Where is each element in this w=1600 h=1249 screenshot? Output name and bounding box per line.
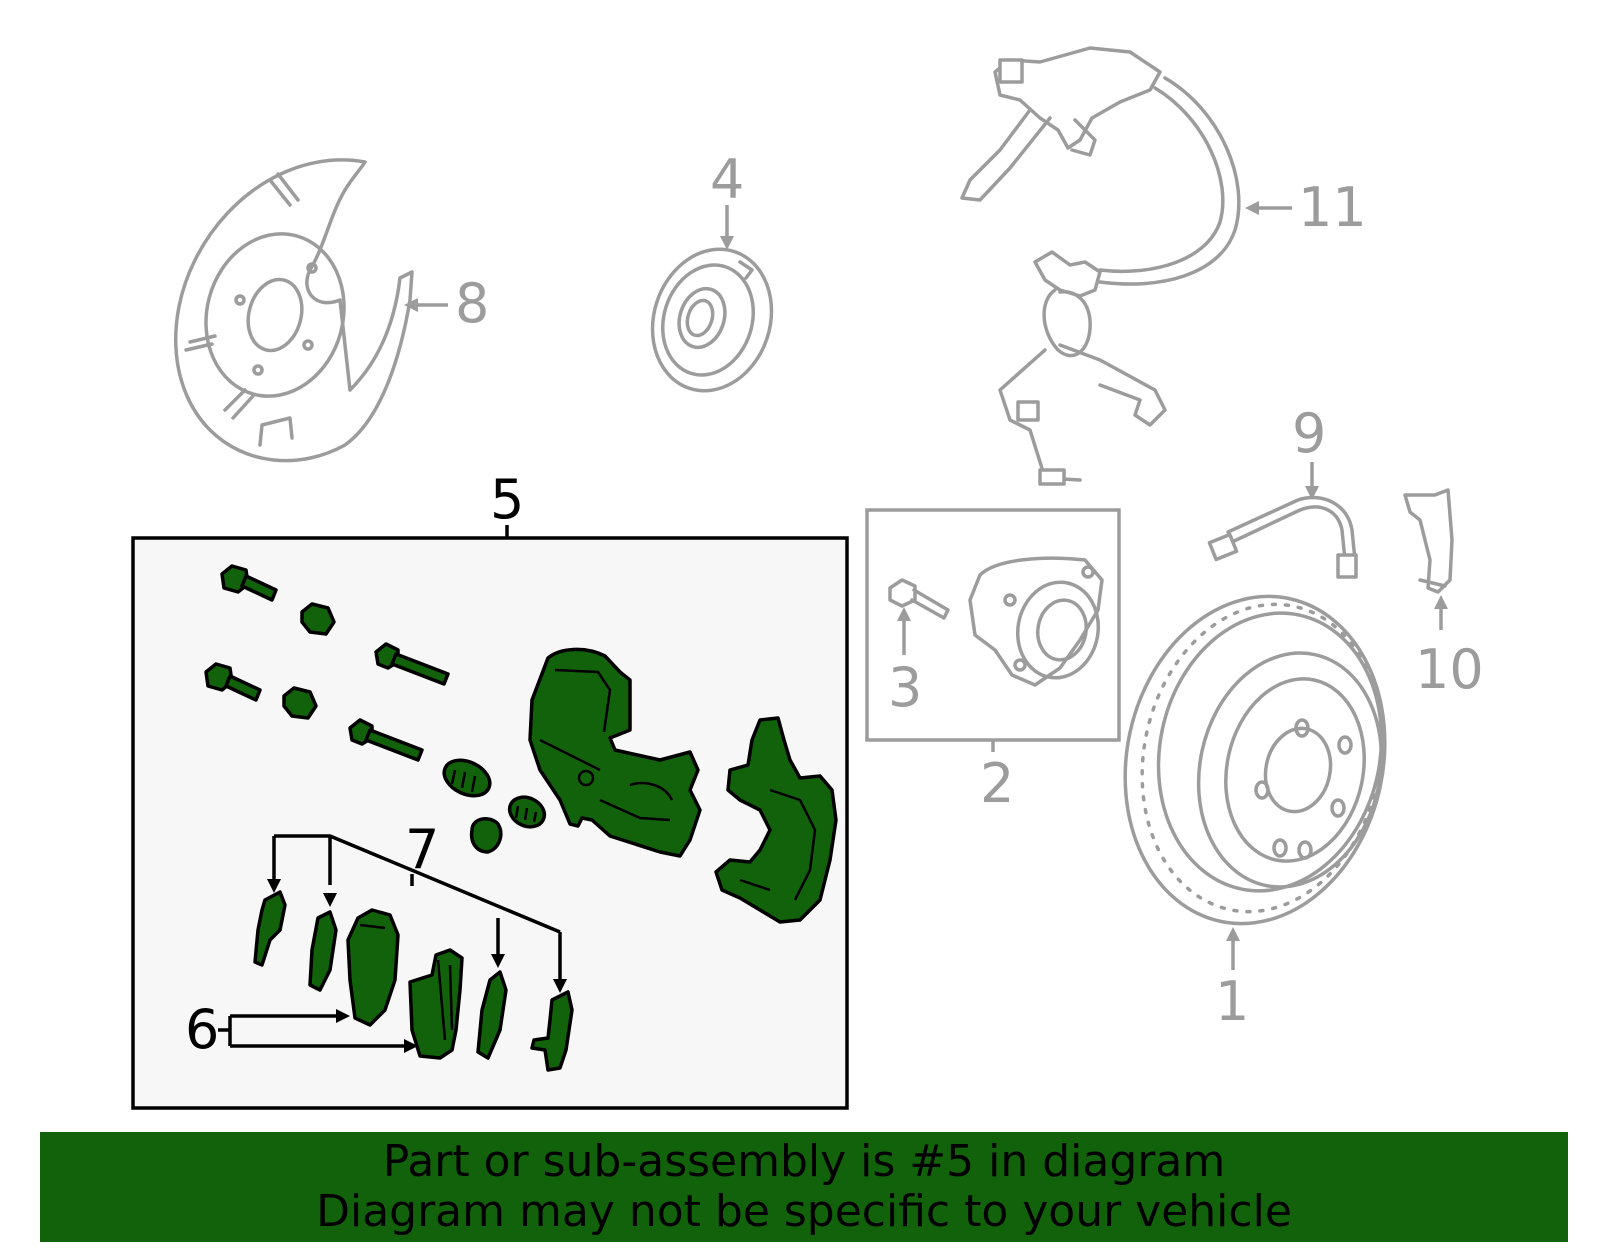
callout-6: 6 xyxy=(185,998,219,1061)
part-2-hub-bearing xyxy=(968,556,1104,687)
caliper-bracket xyxy=(714,716,838,924)
part-9-brake-hose xyxy=(1207,495,1358,579)
callout-8: 8 xyxy=(455,272,489,335)
part-10-hose-bracket xyxy=(1403,488,1454,594)
caliper-body xyxy=(528,647,702,858)
bushing-1 xyxy=(300,602,336,636)
part-3-hub-bolt xyxy=(888,578,950,620)
pad-clip-4 xyxy=(530,990,574,1072)
part-8-dust-shield xyxy=(173,158,414,463)
guide-pin-1 xyxy=(374,642,450,686)
info-banner: Part or sub-assembly is #5 in diagram Di… xyxy=(40,1132,1568,1242)
part-5-caliper-assembly[interactable] xyxy=(204,564,838,1072)
callout-7: 7 xyxy=(405,818,439,881)
part-11-abs-sensor-harness xyxy=(960,46,1241,486)
callout-4: 4 xyxy=(710,148,744,211)
brake-pad-inner xyxy=(408,948,464,1060)
callout-11: 11 xyxy=(1298,176,1367,239)
guide-pin-bolt-1 xyxy=(220,564,278,602)
dust-cap xyxy=(469,817,503,854)
boot-2 xyxy=(507,795,547,829)
banner-line-2: Diagram may not be specific to your vehi… xyxy=(316,1186,1292,1237)
part-1-brake-rotor xyxy=(1123,594,1387,926)
pad-clip-3 xyxy=(476,970,508,1060)
bushing-2 xyxy=(282,686,318,720)
banner-line-1: Part or sub-assembly is #5 in diagram xyxy=(382,1136,1226,1187)
boot-1 xyxy=(442,758,492,798)
callout-10: 10 xyxy=(1415,638,1484,701)
callout-3: 3 xyxy=(888,656,922,719)
callout-2: 2 xyxy=(980,752,1014,815)
brake-pad-outer xyxy=(346,908,400,1027)
callout-1: 1 xyxy=(1215,970,1249,1033)
pad-clip-1 xyxy=(253,890,287,967)
guide-pin-bolt-2 xyxy=(204,662,262,702)
callout-9: 9 xyxy=(1292,402,1326,465)
callout-5: 5 xyxy=(490,468,524,531)
part-4-shim-plate xyxy=(650,247,774,393)
guide-pin-2 xyxy=(348,718,424,762)
pad-clip-2 xyxy=(308,910,338,992)
